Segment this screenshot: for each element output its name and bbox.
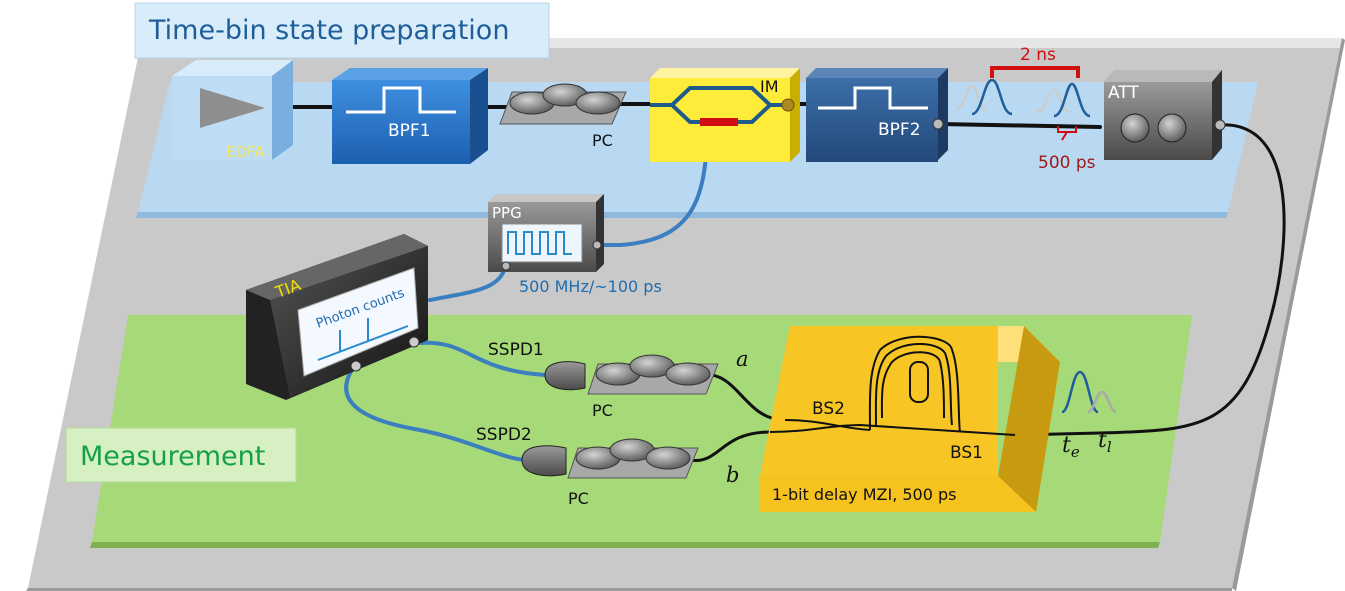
bpf2-label: BPF2 <box>878 120 921 140</box>
sspd1-label: SSPD1 <box>488 340 544 360</box>
pc-top-label: PC <box>592 131 613 150</box>
bpf2-box: BPF2 <box>806 68 948 162</box>
pc-mid-label: PC <box>592 401 613 420</box>
filter-shape-icon <box>346 86 456 114</box>
t-late-sub: l <box>1107 438 1112 456</box>
width-bracket: 500 ps <box>1038 126 1096 173</box>
measure-title-box: Measurement <box>65 427 297 483</box>
svg-text:tl: tl <box>1098 428 1112 456</box>
bs1-label: BS1 <box>950 443 983 463</box>
spacing-label: 2 ns <box>1020 45 1056 65</box>
bpf1-label: BPF1 <box>388 121 431 141</box>
im-box: IM <box>650 68 800 162</box>
t-early: t <box>1062 433 1071 458</box>
port-a-label: a <box>736 347 749 371</box>
measure-title: Measurement <box>80 441 265 472</box>
port-b-label: b <box>726 463 739 487</box>
time-labels: te tl <box>1062 428 1112 461</box>
edfa-label: EDFA <box>226 143 265 161</box>
att-label: ATT <box>1108 83 1139 103</box>
t-early-sub: e <box>1071 443 1080 461</box>
im-label: IM <box>760 77 779 96</box>
pulse-pair-top <box>954 78 1091 118</box>
spacing-bracket: 2 ns <box>990 45 1080 78</box>
tia-box: TIA Photon counts <box>246 234 428 400</box>
bpf1-box: BPF1 <box>332 68 488 164</box>
sspd2-detector: SSPD2 <box>476 425 567 477</box>
prep-title-box: Time-bin state preparation <box>134 2 550 59</box>
ppg-label: PPG <box>492 204 522 222</box>
ppg-box: PPG <box>488 194 604 272</box>
pulse-train-icon <box>507 231 572 255</box>
mzi-box: BS2 BS1 1-bit delay MZI, 500 ps <box>760 326 1060 512</box>
att-box: ATT <box>1104 70 1226 160</box>
pc-top: PC <box>499 83 627 150</box>
svg-text:te: te <box>1062 433 1080 461</box>
width-label: 500 ps <box>1038 153 1096 173</box>
edfa-box: EDFA <box>172 60 293 161</box>
fiber-lines <box>288 102 1286 462</box>
t-late: t <box>1098 428 1107 453</box>
ppg-rate-label: 500 MHz/~100 ps <box>519 277 662 296</box>
pc-bottom-label: PC <box>568 489 589 508</box>
prep-title: Time-bin state preparation <box>148 15 509 46</box>
pc-mid: PC <box>587 354 719 420</box>
sspd2-label: SSPD2 <box>476 425 532 445</box>
filter-shape-icon-2 <box>818 86 928 110</box>
sspd1-detector: SSPD1 <box>488 340 586 391</box>
mzi-label: 1-bit delay MZI, 500 ps <box>772 485 957 504</box>
bs2-label: BS2 <box>812 399 845 419</box>
pulse-pair-output <box>1061 370 1117 414</box>
pc-bottom: PC <box>567 438 699 508</box>
electrode-icon <box>700 118 738 126</box>
amplifier-icon <box>200 88 265 128</box>
